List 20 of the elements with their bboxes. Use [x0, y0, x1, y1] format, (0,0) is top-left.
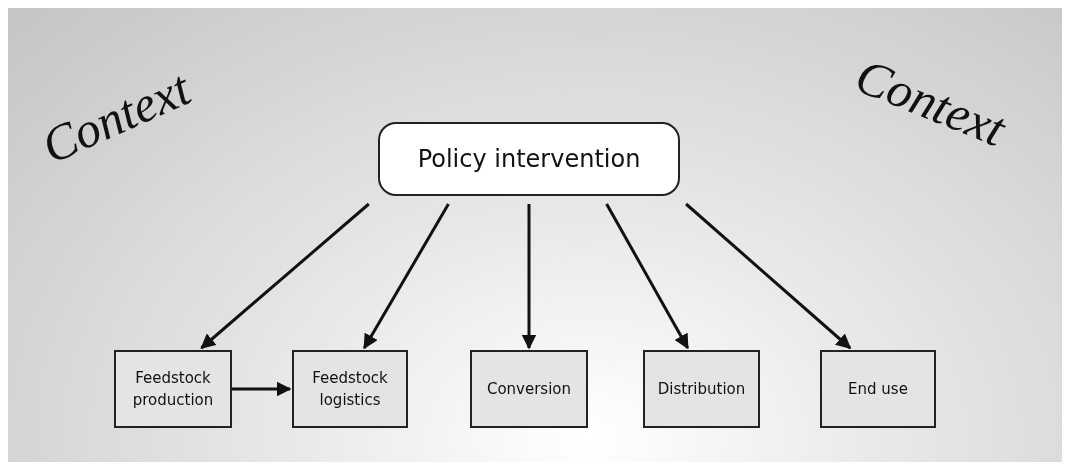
stage-box	[114, 350, 232, 428]
node-label: Policy intervention	[417, 145, 641, 173]
stage-box	[292, 350, 408, 428]
node-label: End use	[848, 378, 908, 400]
stage-box	[643, 350, 760, 428]
node-label: Feedstock logistics	[311, 367, 389, 411]
context-label: Context	[32, 58, 199, 176]
arrow	[363, 203, 450, 350]
arrow	[232, 381, 292, 397]
arrow	[521, 204, 537, 350]
arrow	[685, 202, 852, 350]
stage-box	[470, 350, 588, 428]
context-label: Context	[847, 46, 1014, 158]
stage-box	[820, 350, 936, 428]
node-label: Conversion	[486, 378, 572, 400]
policy-box	[378, 122, 680, 196]
node-label: Feedstock production	[131, 367, 215, 411]
arrow	[605, 203, 689, 350]
node-label: Distribution	[657, 378, 746, 400]
arrow	[200, 202, 370, 350]
